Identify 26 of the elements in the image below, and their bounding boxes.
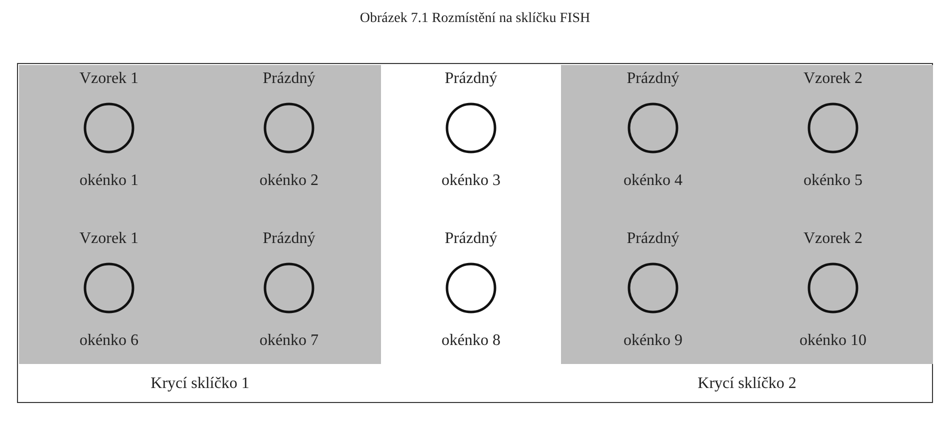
well-number: okénko 1 <box>79 171 139 191</box>
well-label: Vzorek 1 <box>79 69 139 89</box>
well-number: okénko 5 <box>803 171 863 191</box>
well-label: Prázdný <box>444 69 498 89</box>
cover-slip-area <box>561 65 933 364</box>
cover-slip-label: Krycí sklíčko 2 <box>696 374 798 394</box>
well-number: okénko 4 <box>623 171 683 191</box>
well-number: okénko 7 <box>259 331 319 351</box>
cover-slip-area <box>19 65 381 364</box>
well-label: Vzorek 2 <box>803 229 863 249</box>
well-label: Prázdný <box>626 229 680 249</box>
well-number: okénko 9 <box>623 331 683 351</box>
slide-outline <box>17 63 933 403</box>
well-label: Vzorek 1 <box>79 229 139 249</box>
well-number: okénko 10 <box>799 331 867 351</box>
well-label: Prázdný <box>262 69 316 89</box>
well-label: Vzorek 2 <box>803 69 863 89</box>
figure-title: Obrázek 7.1 Rozmístění na sklíčku FISH <box>358 10 592 28</box>
well-label: Prázdný <box>262 229 316 249</box>
well-label: Prázdný <box>444 229 498 249</box>
cover-slip-label: Krycí sklíčko 1 <box>150 374 250 394</box>
well-number: okénko 6 <box>79 331 139 351</box>
well-number: okénko 8 <box>441 331 501 351</box>
well-number: okénko 3 <box>441 171 501 191</box>
well-number: okénko 2 <box>259 171 319 191</box>
well-label: Prázdný <box>626 69 680 89</box>
